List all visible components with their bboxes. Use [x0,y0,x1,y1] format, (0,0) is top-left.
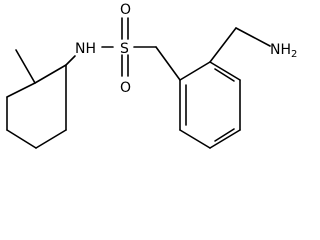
chemical-structure-diagram: NH S O O NH2 [6,2,297,149]
ring-bond [209,129,241,149]
aromatic-inner-bond [214,68,235,82]
ring-bond [6,82,36,98]
oxygen-bottom-label: O [120,80,131,96]
ch2-to-amine-bond [235,27,271,47]
sulfonyl-group [121,17,157,77]
ring-to-ch2-bond [209,27,237,63]
ring-bond [179,61,211,81]
nh-label: NH [75,41,96,57]
ring-bond [179,129,211,149]
ring-bond [34,64,67,84]
aromatic-inner-bond [214,128,235,142]
ring-bond [35,129,67,149]
amine-label-subscript: 2 [291,49,297,60]
ch2-to-ring-bond [155,46,181,81]
ring-bond [209,61,241,81]
ring-bond [6,129,37,149]
oxygen-top-label: O [120,2,131,18]
sulfur-label: S [120,41,129,57]
methyl-bond [15,49,36,84]
cyclohexyl-ring [6,49,67,149]
amine-label-main: NH [270,42,291,58]
ring-to-nh-bond [65,55,76,66]
benzene-ring [179,61,241,149]
amine-label: NH2 [270,42,297,60]
